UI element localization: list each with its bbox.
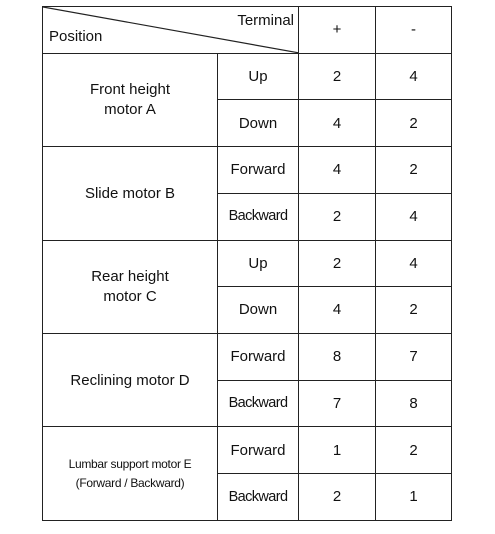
plus-terminal-cell: 4	[298, 99, 376, 148]
direction-cell: Backward	[217, 192, 299, 241]
direction-cell: Backward	[217, 473, 299, 521]
plus-terminal-cell: 2	[298, 473, 376, 521]
motor-name-line: motor A	[104, 100, 156, 118]
motor-name-line: Front height	[89, 81, 171, 99]
table-row: Front height motor A Up 2 4	[42, 52, 452, 148]
plus-terminal-header: +	[298, 6, 376, 54]
plus-terminal-cell: 8	[298, 333, 376, 381]
table-row: Slide motor B Forward 4 2	[42, 146, 452, 241]
minus-terminal-cell: 7	[375, 333, 452, 381]
header-diagonal-cell: Terminal Position	[42, 6, 299, 54]
motor-name-cell: Front height motor A	[42, 52, 218, 148]
position-label: Position	[49, 28, 103, 46]
table-row: Backward 7 8	[43, 379, 452, 428]
minus-terminal-cell: 2	[375, 286, 452, 335]
plus-terminal-cell: 2	[298, 192, 376, 241]
table-row: Reclining motor D Forward 8 7	[42, 333, 452, 428]
minus-terminal-cell: 2	[375, 99, 452, 148]
direction-cell: Down	[217, 99, 299, 148]
minus-terminal-cell: 2	[375, 426, 452, 475]
minus-terminal-cell: 4	[375, 52, 452, 101]
minus-terminal-cell: 4	[375, 239, 452, 288]
plus-terminal-cell: 1	[298, 426, 376, 475]
motor-name-line: Reclining motor D	[70, 371, 190, 389]
direction-cell: Forward	[217, 146, 299, 194]
motor-name-line: Lumbar support motor E	[68, 457, 192, 472]
motor-name-cell: Lumbar support motor E (Forward / Backwa…	[42, 426, 218, 521]
header-row: Terminal Position + -	[42, 6, 452, 54]
direction-cell: Down	[217, 286, 299, 335]
direction-cell: Up	[217, 52, 299, 101]
plus-terminal-cell: 7	[298, 379, 376, 428]
plus-terminal-cell: 4	[298, 146, 376, 194]
direction-cell: Backward	[217, 379, 299, 428]
motor-name-cell: Rear height motor C	[42, 239, 218, 335]
terminal-label: Terminal	[237, 12, 294, 29]
plus-terminal-cell: 2	[298, 52, 376, 101]
motor-name-line: Slide motor B	[84, 184, 176, 202]
diagonal-divider	[43, 7, 298, 53]
minus-terminal-cell: 8	[375, 379, 452, 428]
minus-terminal-cell: 4	[375, 192, 452, 241]
motor-name-line: Rear height	[91, 268, 169, 286]
table-row: Down 4 2	[43, 286, 452, 335]
plus-terminal-cell: 2	[298, 239, 376, 288]
table-row: Backward 2 1	[43, 473, 452, 521]
direction-cell: Forward	[217, 333, 299, 381]
table-row: Rear height motor C Up 2 4	[42, 239, 452, 335]
table-row: Backward 2 4	[43, 192, 452, 241]
minus-terminal-cell: 2	[375, 146, 452, 194]
motor-name-line: (Forward / Backward)	[75, 475, 185, 490]
motor-name-cell: Reclining motor D	[42, 333, 218, 428]
motor-name-cell: Slide motor B	[42, 146, 218, 241]
motor-name-line: motor C	[103, 287, 157, 305]
table-row: Lumbar support motor E (Forward / Backwa…	[42, 426, 452, 521]
plus-terminal-cell: 4	[298, 286, 376, 335]
motor-terminal-table: Terminal Position + - Front height motor…	[42, 6, 452, 521]
direction-cell: Forward	[217, 426, 299, 475]
minus-terminal-header: -	[375, 6, 452, 54]
direction-cell: Up	[217, 239, 299, 288]
minus-terminal-cell: 1	[375, 473, 452, 521]
